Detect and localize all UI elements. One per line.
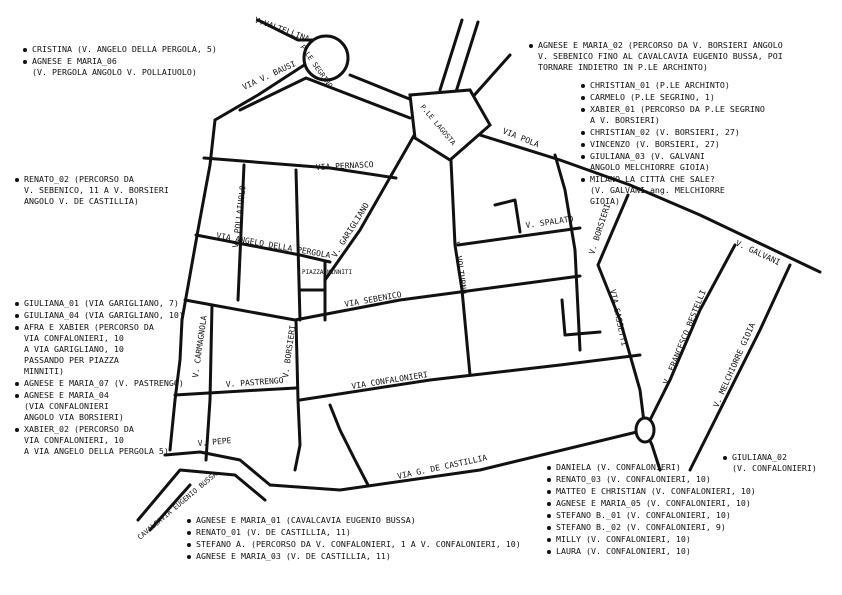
road-sebenico bbox=[183, 274, 582, 322]
road-block-top bbox=[493, 198, 522, 234]
note-item: CHRISTIAN_02 (V. BORSIERI, 27) bbox=[580, 127, 830, 138]
note-item: DANIELA (V. CONFALONIERI) bbox=[546, 462, 796, 473]
label-v-fratelli: V. FRANCESCO BESTELLI bbox=[662, 288, 708, 385]
road-pernasco bbox=[202, 156, 398, 180]
note-item: RENATO_01 (V. DE CASTILLIA, 11) bbox=[186, 527, 536, 538]
note-item: AGNESE E MARIA_07 (V. PASTRENGO) bbox=[14, 378, 204, 389]
note-item: AFRA E XABIER (PERCORSO DA VIA CONFALONI… bbox=[14, 322, 204, 377]
note-item: STEFANO B._01 (V. CONFALONIERI, 10) bbox=[546, 510, 796, 521]
note-item: CHRISTIAN_01 (P.LE ARCHINTO) bbox=[580, 80, 830, 91]
note-item: CARMELO (P.LE SEGRINO, 1) bbox=[580, 92, 830, 103]
note-item: GIULIANA_03 (V. GALVANI ANGOLO MELCHIORR… bbox=[580, 151, 830, 173]
note-item: AGNESE E MARIA_01 (CAVALCAVIA EUGENIO BU… bbox=[186, 515, 536, 526]
road-melchiorre-gioia bbox=[688, 263, 792, 472]
road-confalonieri bbox=[298, 353, 642, 402]
road-de-castillia bbox=[268, 428, 647, 492]
road-cavalcavia-2 bbox=[148, 483, 192, 532]
note-item: GIULIANA_02 (V. CONFALONIERI) bbox=[722, 452, 837, 474]
road-lagosta-n2 bbox=[453, 20, 480, 97]
road-fratelli bbox=[643, 243, 737, 432]
road-minniti-1 bbox=[294, 168, 302, 322]
road-bausi bbox=[213, 58, 314, 122]
road-cavalcavia-1 bbox=[136, 468, 267, 522]
note-item: LAURA (V. CONFALONIERI, 10) bbox=[546, 546, 796, 557]
note-item: MILANO LA CITTÀ CHE SALE? (V. GALVANI an… bbox=[580, 174, 830, 207]
note-item: STEFANO A. (PERCORSO DA V. CONFALONIERI,… bbox=[186, 539, 536, 550]
notes-left-mid: RENATO_02 (PERCORSO DA V. SEBENICO, 11 A… bbox=[14, 174, 214, 208]
road-sassetti bbox=[596, 193, 647, 432]
label-v-valtellina: V.VALTELLINA bbox=[253, 15, 311, 43]
note-item: GIULIANA_01 (VIA GARIGLIANO, 7) bbox=[14, 298, 204, 309]
roads bbox=[136, 18, 822, 532]
note-item: XABIER_02 (PERCORSO DA VIA CONFALONIERI,… bbox=[14, 424, 204, 457]
label-via-confalonieri: VIA CONFALONIERI bbox=[351, 370, 429, 391]
road-pola bbox=[446, 123, 822, 274]
road-garigliano bbox=[323, 123, 422, 282]
label-via-sassetti: VIA SASSETTI bbox=[608, 289, 629, 348]
road-segrino-diag bbox=[238, 76, 412, 120]
note-item: STEFANO B._02 (V. CONFALONIERI, 9) bbox=[546, 522, 796, 533]
notes-top-right-first: AGNESE E MARIA_02 (PERCORSO DA V. BORSIE… bbox=[528, 40, 828, 74]
note-item: MATTEO E CHRISTIAN (V. CONFALONIERI, 10) bbox=[546, 486, 796, 497]
road-pollaiuolo bbox=[236, 163, 246, 302]
label-via-spalato: V. SPALATO bbox=[525, 214, 574, 230]
notes-bottom-center: AGNESE E MARIA_01 (CAVALCAVIA EUGENIO BU… bbox=[186, 515, 536, 563]
plaza-segrino bbox=[302, 34, 350, 82]
note-item: GIULIANA_04 (VIA GARIGLIANO, 10) bbox=[14, 310, 204, 321]
road-carmagnola bbox=[204, 303, 214, 462]
note-item: AGNESE E MARIA_05 (V. CONFALONIERI, 10) bbox=[546, 498, 796, 509]
plaza-lagosta bbox=[408, 88, 492, 162]
road-lagosta-e bbox=[468, 53, 512, 102]
notes-bottom-right: DANIELA (V. CONFALONIERI)RENATO_03 (V. C… bbox=[546, 462, 796, 558]
note-item: AGNESE E MARIA_04 (VIA CONFALONIERI ANGO… bbox=[14, 390, 204, 423]
label-v-pastrengo: V. PASTRENGO bbox=[226, 376, 284, 389]
road-spalato bbox=[456, 226, 582, 247]
road-angelo-pergola bbox=[194, 233, 332, 264]
label-v-volturno: V. VOLTURNO bbox=[452, 241, 468, 295]
road-borsieri-east bbox=[553, 153, 582, 352]
notes-top-right: CHRISTIAN_01 (P.LE ARCHINTO)CARMELO (P.L… bbox=[580, 80, 830, 208]
note-item: RENATO_03 (V. CONFALONIERI, 10) bbox=[546, 474, 796, 485]
road-small-box bbox=[560, 298, 602, 337]
note-item: CRISTINA (V. ANGELO DELLA PERGOLA, 5) bbox=[22, 44, 262, 55]
road-lagosta-n1 bbox=[438, 18, 464, 92]
road-segrino-lagosta bbox=[348, 73, 414, 102]
road-volturno bbox=[448, 138, 472, 377]
note-item: AGNESE E MARIA_06 (V. PERGOLA ANGOLO V. … bbox=[22, 56, 262, 78]
note-item: AGNESE E MARIA_02 (PERCORSO DA V. BORSIE… bbox=[528, 40, 828, 73]
label-v-melchiorre-gioia: V. MELCHIORRE GIOIA bbox=[712, 321, 758, 408]
notes-right-lower-single: GIULIANA_02 (V. CONFALONIERI) bbox=[722, 452, 837, 475]
label-via-pernasco: VIA PERNASCO bbox=[316, 160, 374, 172]
label-v-pepe: V. PEPE bbox=[197, 436, 232, 448]
label-v-garigliano: V. GARIGLIANO bbox=[330, 201, 371, 259]
road-borsieri-west bbox=[293, 318, 302, 472]
road-pepe bbox=[163, 450, 272, 487]
notes-left-lower: GIULIANA_01 (VIA GARIGLIANO, 7)GIULIANA_… bbox=[14, 298, 204, 458]
road-pastrengo bbox=[173, 386, 298, 397]
road-south-curve bbox=[328, 403, 370, 487]
label-v-borsieri-west: V. BORSIERI bbox=[281, 324, 297, 378]
label-v-borsieri-east: V. BORSIERI bbox=[587, 202, 612, 255]
notes-top-left: CRISTINA (V. ANGELO DELLA PERGOLA, 5)AGN… bbox=[22, 44, 262, 79]
label-piazza-minniti: PIAZZA MINNITI bbox=[302, 269, 352, 276]
plaza-gioia-roundabout bbox=[634, 416, 656, 444]
road-left-boundary bbox=[168, 118, 217, 452]
note-item: AGNESE E MARIA_03 (V. DE CASTILLIA, 11) bbox=[186, 551, 536, 562]
note-item: XABIER_01 (PERCORSO DA P.LE SEGRINO A V.… bbox=[580, 104, 830, 126]
note-item: RENATO_02 (PERCORSO DA V. SEBENICO, 11 A… bbox=[14, 174, 214, 207]
note-item: MILLY (V. CONFALONIERI, 10) bbox=[546, 534, 796, 545]
label-via-pola: VIA POLA bbox=[501, 127, 540, 150]
note-item: VINCENZO (V. BORSIERI, 27) bbox=[580, 139, 830, 150]
